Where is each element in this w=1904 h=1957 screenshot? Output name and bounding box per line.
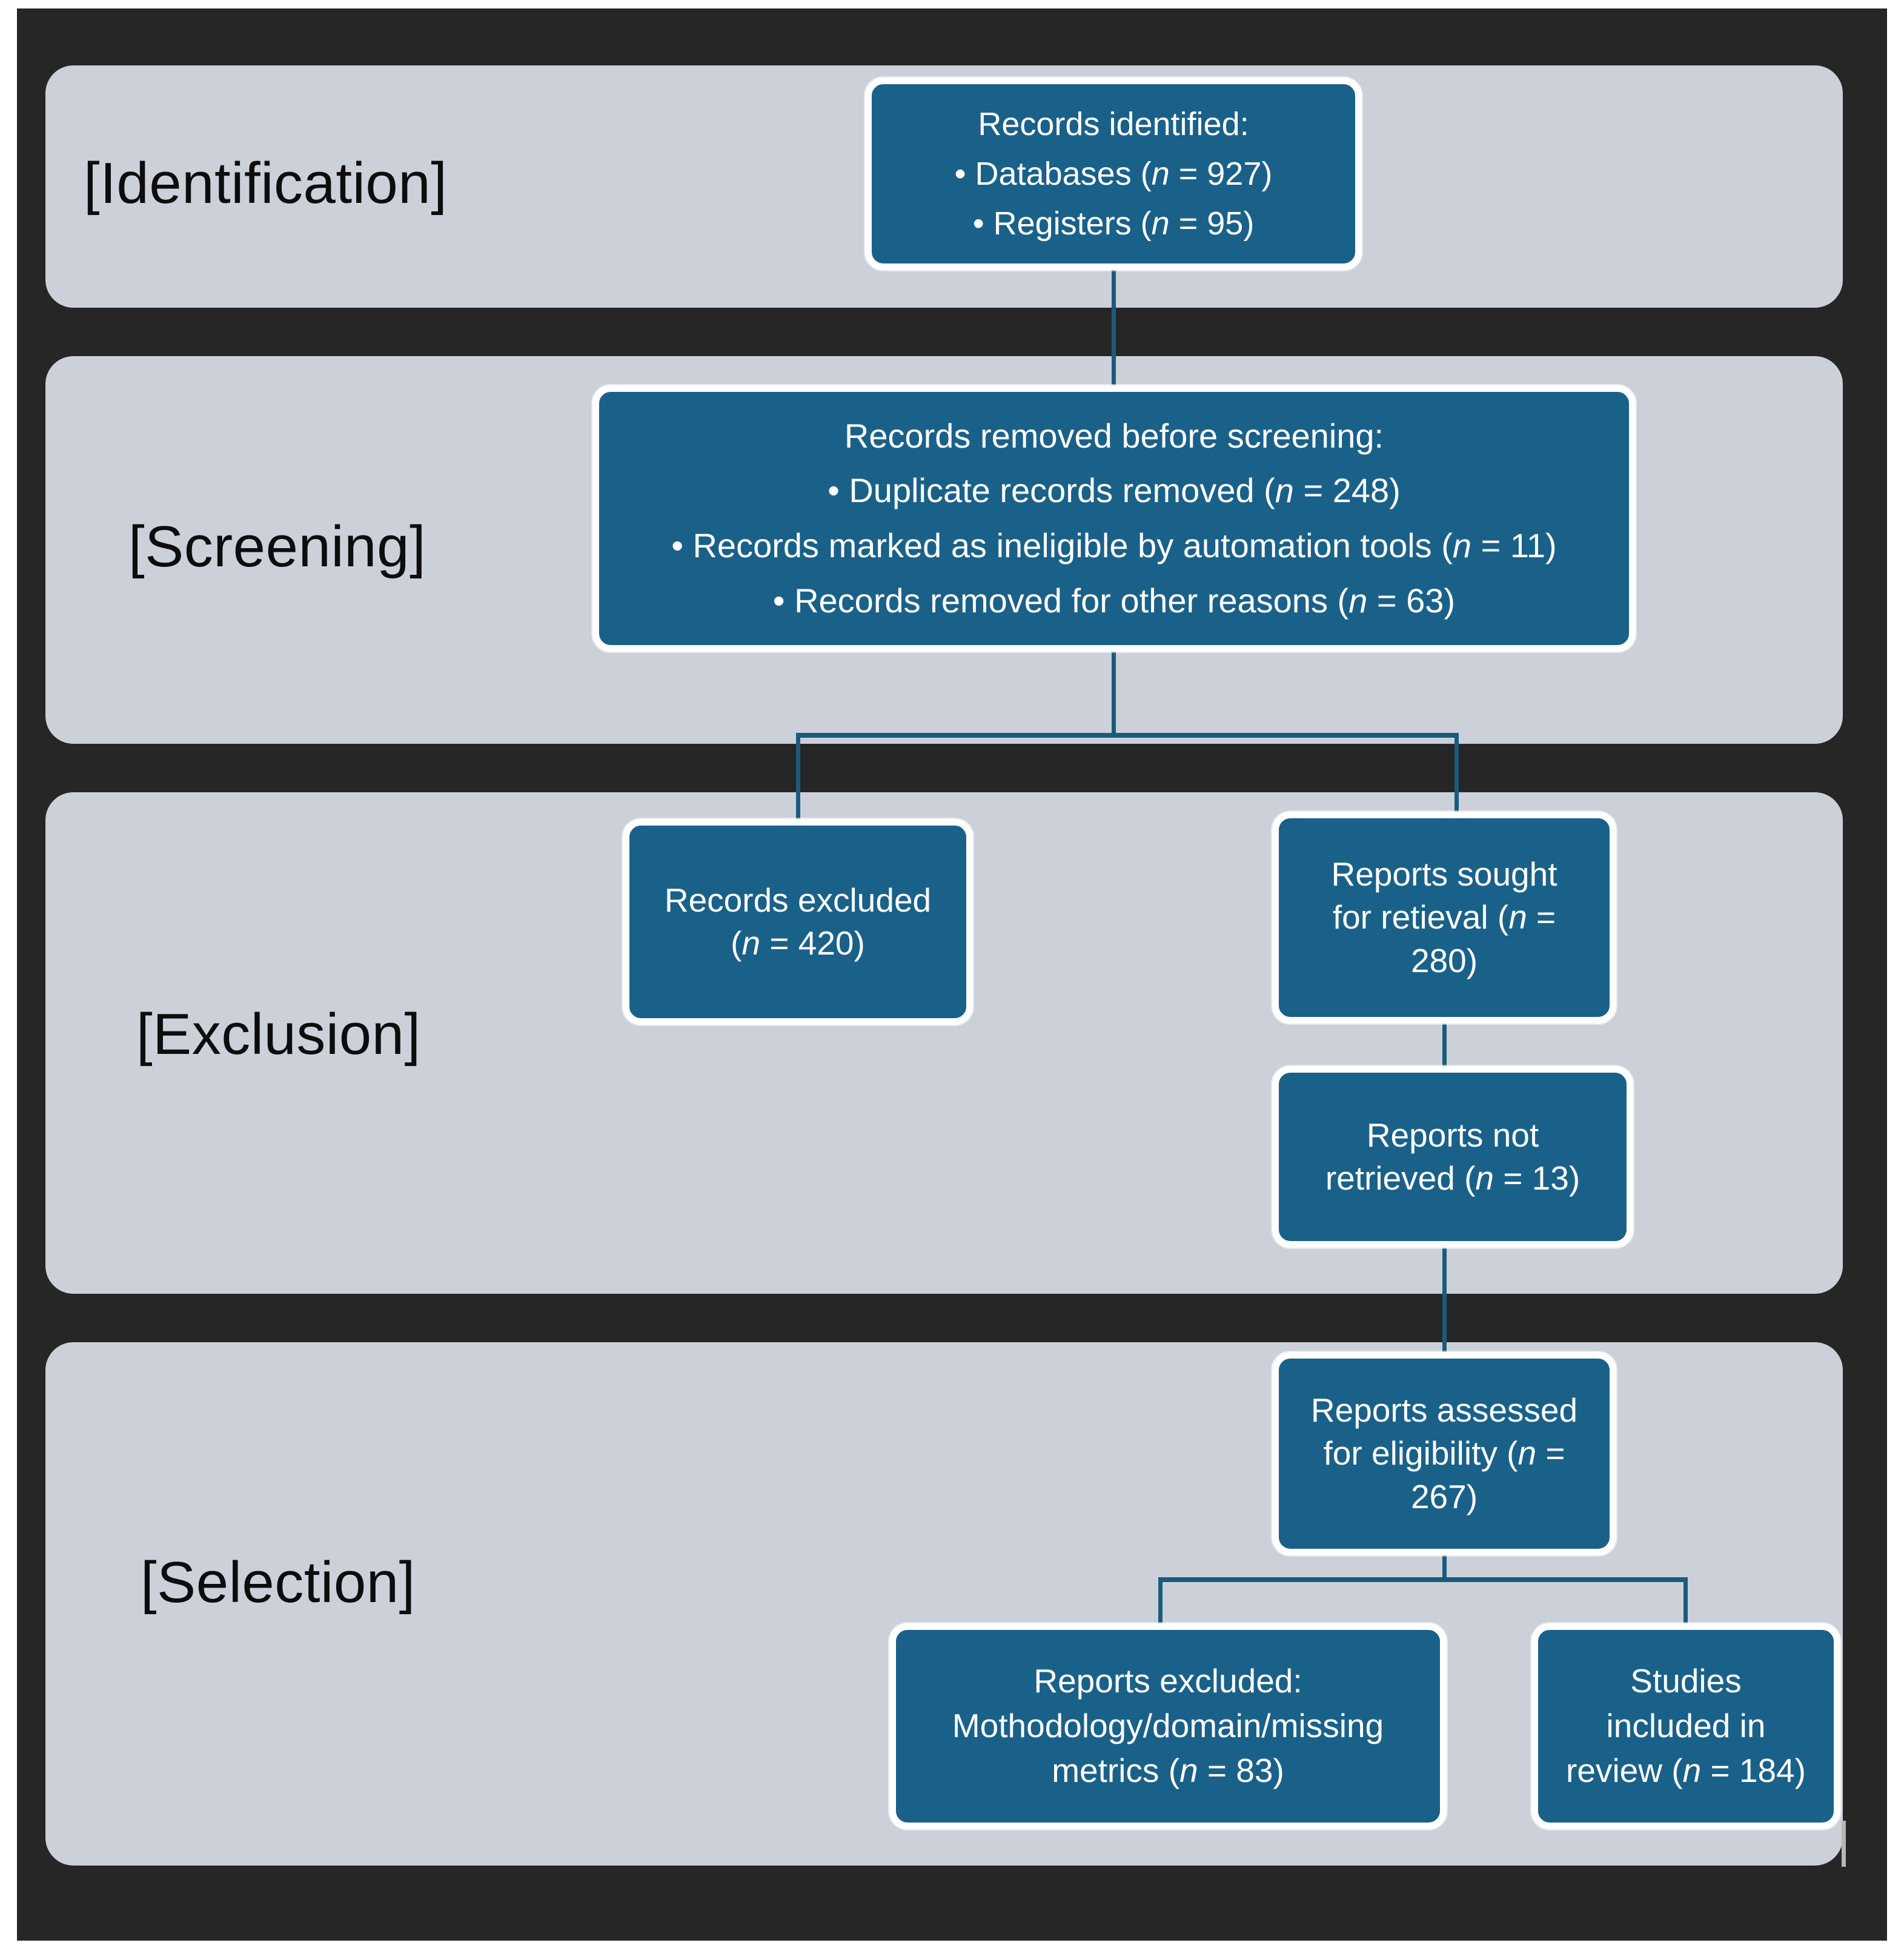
connector-assessed-drop [1442,1553,1447,1581]
node-line: Records identified: [978,105,1249,142]
node-line: Reports sought [1331,855,1557,893]
node-line: 267) [1410,1477,1478,1515]
connector-not-retrieved-to-assessed [1442,1245,1447,1356]
node-line: • Records removed for other reasons (n =… [772,581,1456,620]
stage-label-selection: [Selection] [141,1550,416,1615]
node-line: for eligibility (n = [1323,1434,1565,1472]
node-line: • Databases (n = 927) [954,155,1273,192]
node-line: included in [1606,1707,1766,1745]
text-caret-artifact [1842,1821,1846,1867]
connector-split-right-drop [1455,733,1459,816]
node-line: Reports assessed [1310,1391,1578,1429]
node-line: Reports not [1366,1116,1539,1154]
connector-selection-left-drop [1158,1577,1163,1627]
node-line: • Registers (n = 95) [972,205,1255,242]
stage-label-exclusion: [Exclusion] [136,1002,421,1067]
connector-screening-split-bar [796,733,1459,738]
stage-label-identification: [Identification] [84,151,448,216]
node-line: retrieved (n = 13) [1325,1159,1581,1197]
connector-removed-drop [1112,652,1116,737]
node-records-excluded[interactable]: Records excluded (n = 420) [623,819,973,1025]
node-line: metrics (n = 83) [1052,1751,1284,1789]
node-line: Reports excluded: [1033,1662,1302,1700]
node-line: for retieval (n = [1332,898,1556,936]
connector-selection-right-drop [1683,1577,1688,1627]
connector-selection-split-bar [1158,1577,1688,1582]
node-line: Studies [1630,1662,1742,1700]
node-line: Records excluded [664,881,932,919]
connector-sought-to-not-retrieved [1442,1021,1447,1070]
node-line: • Duplicate records removed (n = 248) [828,471,1401,510]
node-records-removed-before-screening[interactable]: Records removed before screening: • Dupl… [592,385,1636,652]
node-records-identified[interactable]: Records identified: • Databases (n = 927… [865,78,1362,270]
connector-split-left-drop [796,733,800,823]
node-reports-assessed-for-eligibility[interactable]: Reports assessed for eligibility (n = 26… [1272,1352,1616,1555]
node-line: review (n = 184) [1566,1751,1806,1789]
node-line: (n = 420) [731,924,865,962]
node-reports-not-retrieved[interactable]: Reports not retrieved (n = 13) [1272,1066,1633,1248]
node-studies-included-in-review[interactable]: Studies included in review (n = 184) [1531,1623,1840,1829]
node-line: 280) [1410,941,1478,979]
node-reports-excluded[interactable]: Reports excluded: Mothodology/domain/mis… [889,1623,1447,1829]
node-line: • Records marked as ineligible by automa… [671,526,1557,565]
node-line: Records removed before screening: [844,416,1384,455]
connector-identified-to-removed [1112,270,1116,389]
node-reports-sought-for-retrieval[interactable]: Reports sought for retieval (n = 280) [1272,812,1616,1024]
stage-label-screening: [Screening] [128,514,426,579]
node-line: Mothodology/domain/missing [952,1707,1384,1745]
